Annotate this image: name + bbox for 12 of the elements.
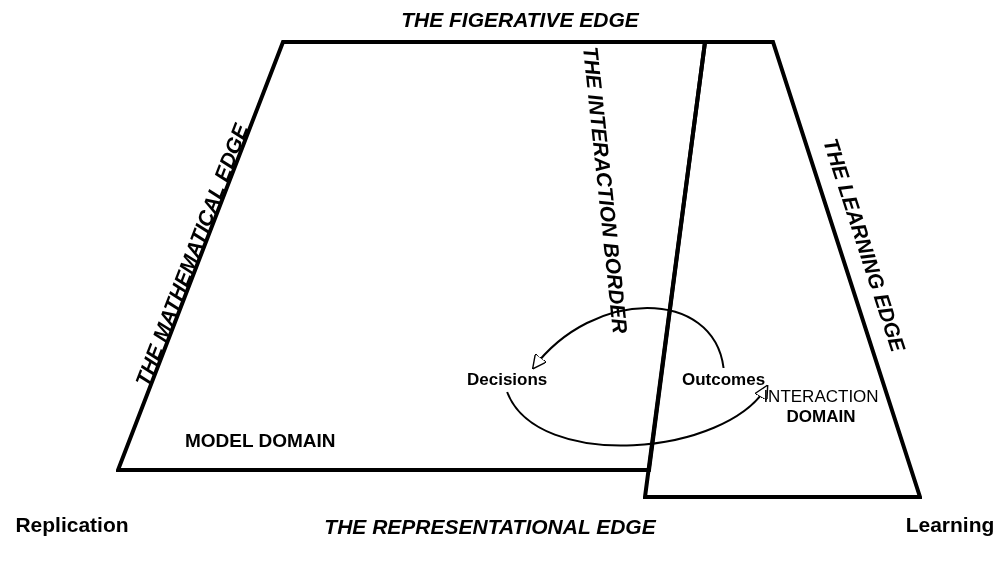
decisions-text: Decisions: [467, 370, 548, 390]
interaction-domain-region: [645, 42, 920, 497]
boundary-title: THE INTERACTION BORDER: [578, 45, 632, 335]
curved-arrow: [506, 384, 769, 447]
corner-label: Learning: [905, 513, 995, 537]
boundary-title: THE REPRESENTATIONAL EDGE: [324, 515, 656, 539]
region-label: MODEL DOMAIN: [185, 430, 336, 452]
outcomes-text: Outcomes: [682, 370, 766, 390]
boundary-title: THE FIGERATIVE EDGE: [401, 8, 639, 32]
corner-label: Replication: [15, 513, 129, 537]
region-label: INTERACTION DOMAIN: [762, 387, 880, 427]
curved-arrow: [531, 307, 725, 370]
